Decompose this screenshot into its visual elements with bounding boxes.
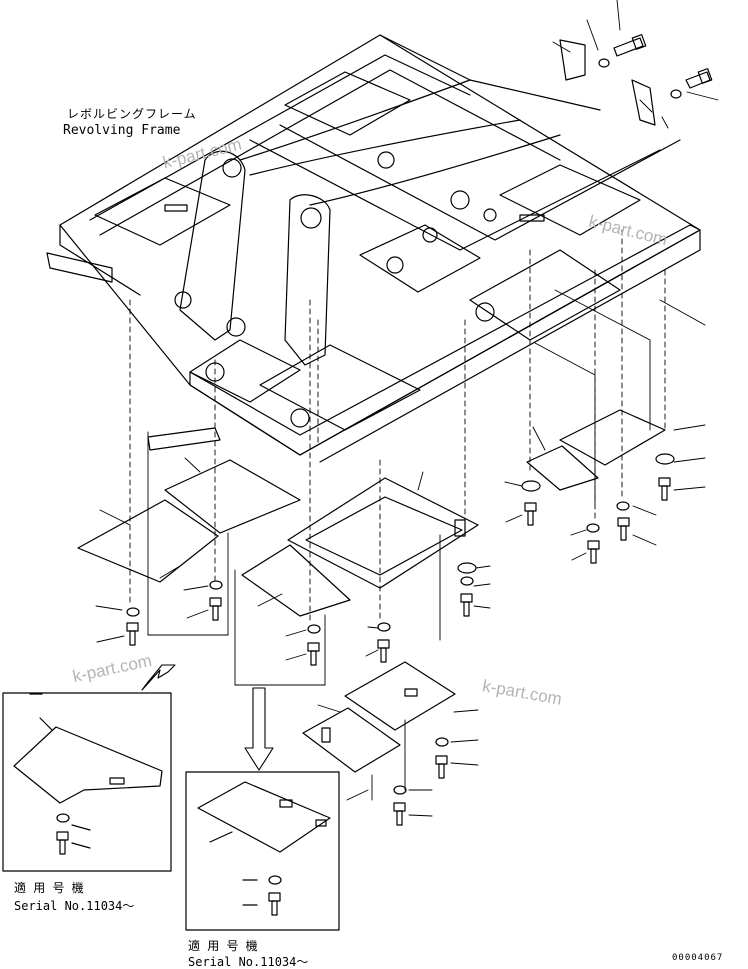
revolving-frame [46, 34, 701, 463]
label-ticks [95, 0, 719, 817]
bolts-and-washers [126, 453, 675, 826]
inset-left-jp: 適 用 号 機 [14, 881, 84, 895]
arrows [141, 664, 274, 771]
inset-bottom [185, 771, 340, 931]
under-covers [77, 409, 666, 773]
inset-bottom-serial: Serial No.11034～ [188, 955, 309, 969]
inset-left [2, 692, 172, 872]
inset-bottom-jp: 適 用 号 機 [188, 939, 258, 953]
title-japanese: レボルビングフレーム [67, 107, 197, 121]
title-english: Revolving Frame [63, 123, 181, 138]
drawing-number: 00004067 [672, 953, 724, 963]
inset-left-serial: Serial No.11034～ [14, 899, 135, 913]
alignment-lines [129, 229, 666, 621]
bolt-set-upper-right [598, 34, 713, 99]
leader-lines [147, 289, 706, 801]
